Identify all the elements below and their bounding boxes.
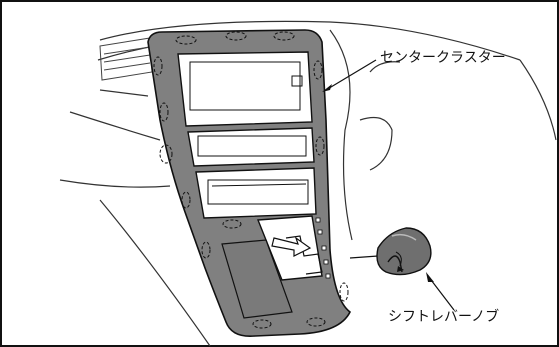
panel-inner-details [189,61,309,205]
lower-opening [195,167,317,219]
shift-position-marks [315,217,331,279]
dashboard-outline [59,20,557,347]
upper-display-opening [177,51,313,127]
left-air-vent [99,37,153,81]
leader-arrowhead-center [322,84,332,92]
middle-pocket-opening [187,127,315,167]
shift-knob-label: シフトレバーノブ [388,309,500,325]
shift-lever-knob [349,227,432,276]
removal-arrow [271,236,312,257]
leader-arrowhead-shift [426,272,434,282]
center-cluster-label: センタークラスター [380,50,506,66]
lower-storage-cover [221,239,293,319]
leader-center-cluster [325,59,377,91]
pocket-inner [197,135,307,157]
lower-inner [207,179,309,205]
